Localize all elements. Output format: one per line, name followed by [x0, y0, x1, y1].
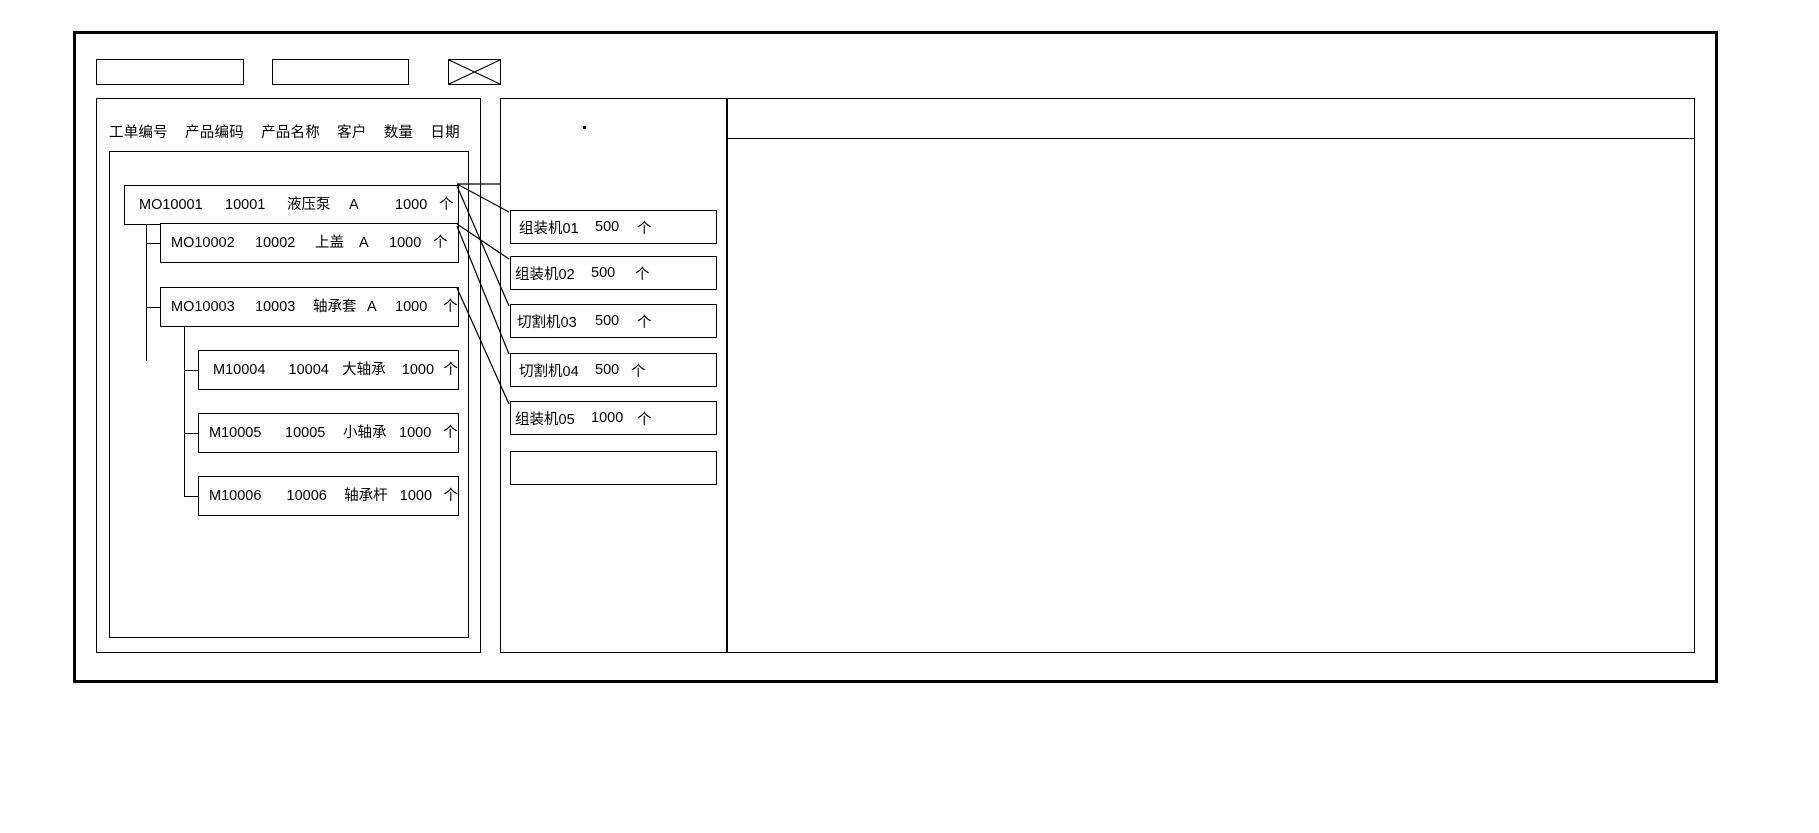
tree-row-unit: 个	[433, 234, 448, 251]
application-window: 工单编号 产品编码 产品名称 客户 数量 日期 MO10001	[73, 31, 1718, 683]
machine-row[interactable]: 切割机04 500 个	[510, 353, 717, 387]
machine-unit: 个	[637, 314, 652, 331]
machine-row[interactable]: 组装机01 500 个	[510, 210, 717, 244]
column-header-order-no: 工单编号	[109, 125, 168, 141]
tree-row[interactable]: MO10003 10003 轴承套 A 1000 个	[160, 287, 459, 327]
machine-assignment-panel: 组装机01 500 个 组装机02 500 个 切割机03 500 个 切割机0…	[500, 98, 727, 653]
machine-unit: 个	[631, 363, 646, 380]
tree-row-order-no: MO10003	[171, 298, 235, 315]
tree-guide-horizontal-row6	[184, 496, 198, 497]
tree-row-unit: 个	[443, 298, 458, 315]
tree-row-product-code: 10005	[285, 424, 326, 441]
column-header-date: 日期	[430, 125, 460, 141]
tree-row[interactable]: M10006 10006 轴承杆 1000 个	[198, 476, 459, 516]
tree-row-product-name: 上盖	[315, 234, 344, 251]
tree-row-customer: A	[349, 196, 359, 213]
machine-name: 组装机02	[515, 266, 575, 283]
column-header-product-name: 产品名称	[261, 125, 320, 141]
column-header-product-code: 产品编码	[185, 125, 244, 141]
tree-row-qty: 1000	[389, 234, 422, 251]
detail-header-divider	[726, 138, 1695, 139]
column-header-customer: 客户	[337, 125, 367, 141]
machine-qty: 500	[595, 313, 620, 329]
tree-row-unit: 个	[439, 196, 454, 213]
toolbar-field-1[interactable]	[96, 59, 244, 85]
machine-qty: 500	[591, 265, 616, 281]
machine-row[interactable]: 组装机05 1000 个	[510, 401, 717, 435]
tree-row-product-code: 10001	[225, 196, 266, 213]
tree-guide-vertical-level2	[184, 327, 185, 496]
tree-row-product-name: 轴承套	[313, 298, 357, 315]
tree-guide-vertical-level1	[146, 205, 147, 361]
machine-unit: 个	[635, 266, 650, 283]
machine-name: 切割机03	[517, 314, 577, 331]
tree-row-order-no: MO10002	[171, 234, 235, 251]
tree-row[interactable]: MO10002 10002 上盖 A 1000 个	[160, 223, 459, 263]
tree-row-product-name: 小轴承	[343, 424, 387, 441]
tree-guide-horizontal-row5	[184, 433, 198, 434]
machine-name: 切割机04	[519, 363, 579, 380]
tree-row-order-no: M10006	[209, 487, 262, 504]
tree-column-headers: 工单编号 产品编码 产品名称 客户 数量 日期	[109, 121, 460, 142]
tree-guide-horizontal-row2	[146, 243, 160, 244]
tree-row-product-name: 轴承杆	[344, 487, 388, 504]
tree-row-qty: 1000	[395, 298, 428, 315]
tree-row-product-name: 大轴承	[342, 361, 386, 378]
tree-container: MO10001 10001 液压泵 A 1000 个 MO10002 10002…	[109, 151, 469, 638]
machine-unit: 个	[637, 220, 652, 237]
tree-row-product-code: 10006	[286, 487, 327, 504]
machine-qty: 1000	[591, 410, 624, 426]
tree-row-customer: A	[359, 234, 369, 251]
tree-row[interactable]: MO10001 10001 液压泵 A 1000 个	[124, 185, 459, 225]
tree-row-unit: 个	[443, 424, 458, 441]
tree-row-product-name: 液压泵	[287, 196, 331, 213]
machine-row[interactable]: 组装机02 500 个	[510, 256, 717, 290]
tree-row-product-code: 10004	[288, 361, 329, 378]
tree-row-qty: 1000	[401, 361, 435, 378]
tree-row-qty: 1000	[399, 424, 432, 441]
work-order-tree-panel: 工单编号 产品编码 产品名称 客户 数量 日期 MO10001	[96, 98, 481, 653]
machine-name: 组装机01	[519, 220, 579, 237]
panel-dot-marker	[583, 126, 586, 129]
tree-guide-horizontal-row3	[146, 307, 160, 308]
machine-unit: 个	[637, 411, 652, 428]
tree-row-qty: 1000	[399, 487, 433, 504]
toolbar-field-2[interactable]	[272, 59, 409, 85]
schedule-detail-panel	[726, 98, 1695, 653]
machine-qty: 500	[595, 219, 620, 235]
tree-row-unit: 个	[443, 487, 458, 504]
column-header-qty: 数量	[383, 125, 414, 141]
image-placeholder-icon[interactable]	[448, 59, 501, 85]
tree-row-order-no: M10004	[213, 361, 266, 378]
machine-row-empty[interactable]	[510, 451, 717, 485]
tree-row-customer: A	[367, 298, 377, 315]
tree-row-order-no: M10005	[209, 424, 262, 441]
machine-name: 组装机05	[515, 411, 575, 428]
tree-row-product-code: 10002	[255, 234, 296, 251]
tree-row-order-no: MO10001	[139, 196, 203, 213]
tree-guide-horizontal-row4	[184, 370, 198, 371]
machine-row[interactable]: 切割机03 500 个	[510, 304, 717, 338]
tree-row-qty: 1000	[395, 196, 428, 213]
tree-row-product-code: 10003	[255, 298, 296, 315]
tree-row-unit: 个	[443, 361, 459, 378]
tree-row[interactable]: M10005 10005 小轴承 1000 个	[198, 413, 459, 453]
machine-qty: 500	[595, 362, 620, 378]
tree-row[interactable]: M10004 10004 大轴承 1000 个	[198, 350, 459, 390]
